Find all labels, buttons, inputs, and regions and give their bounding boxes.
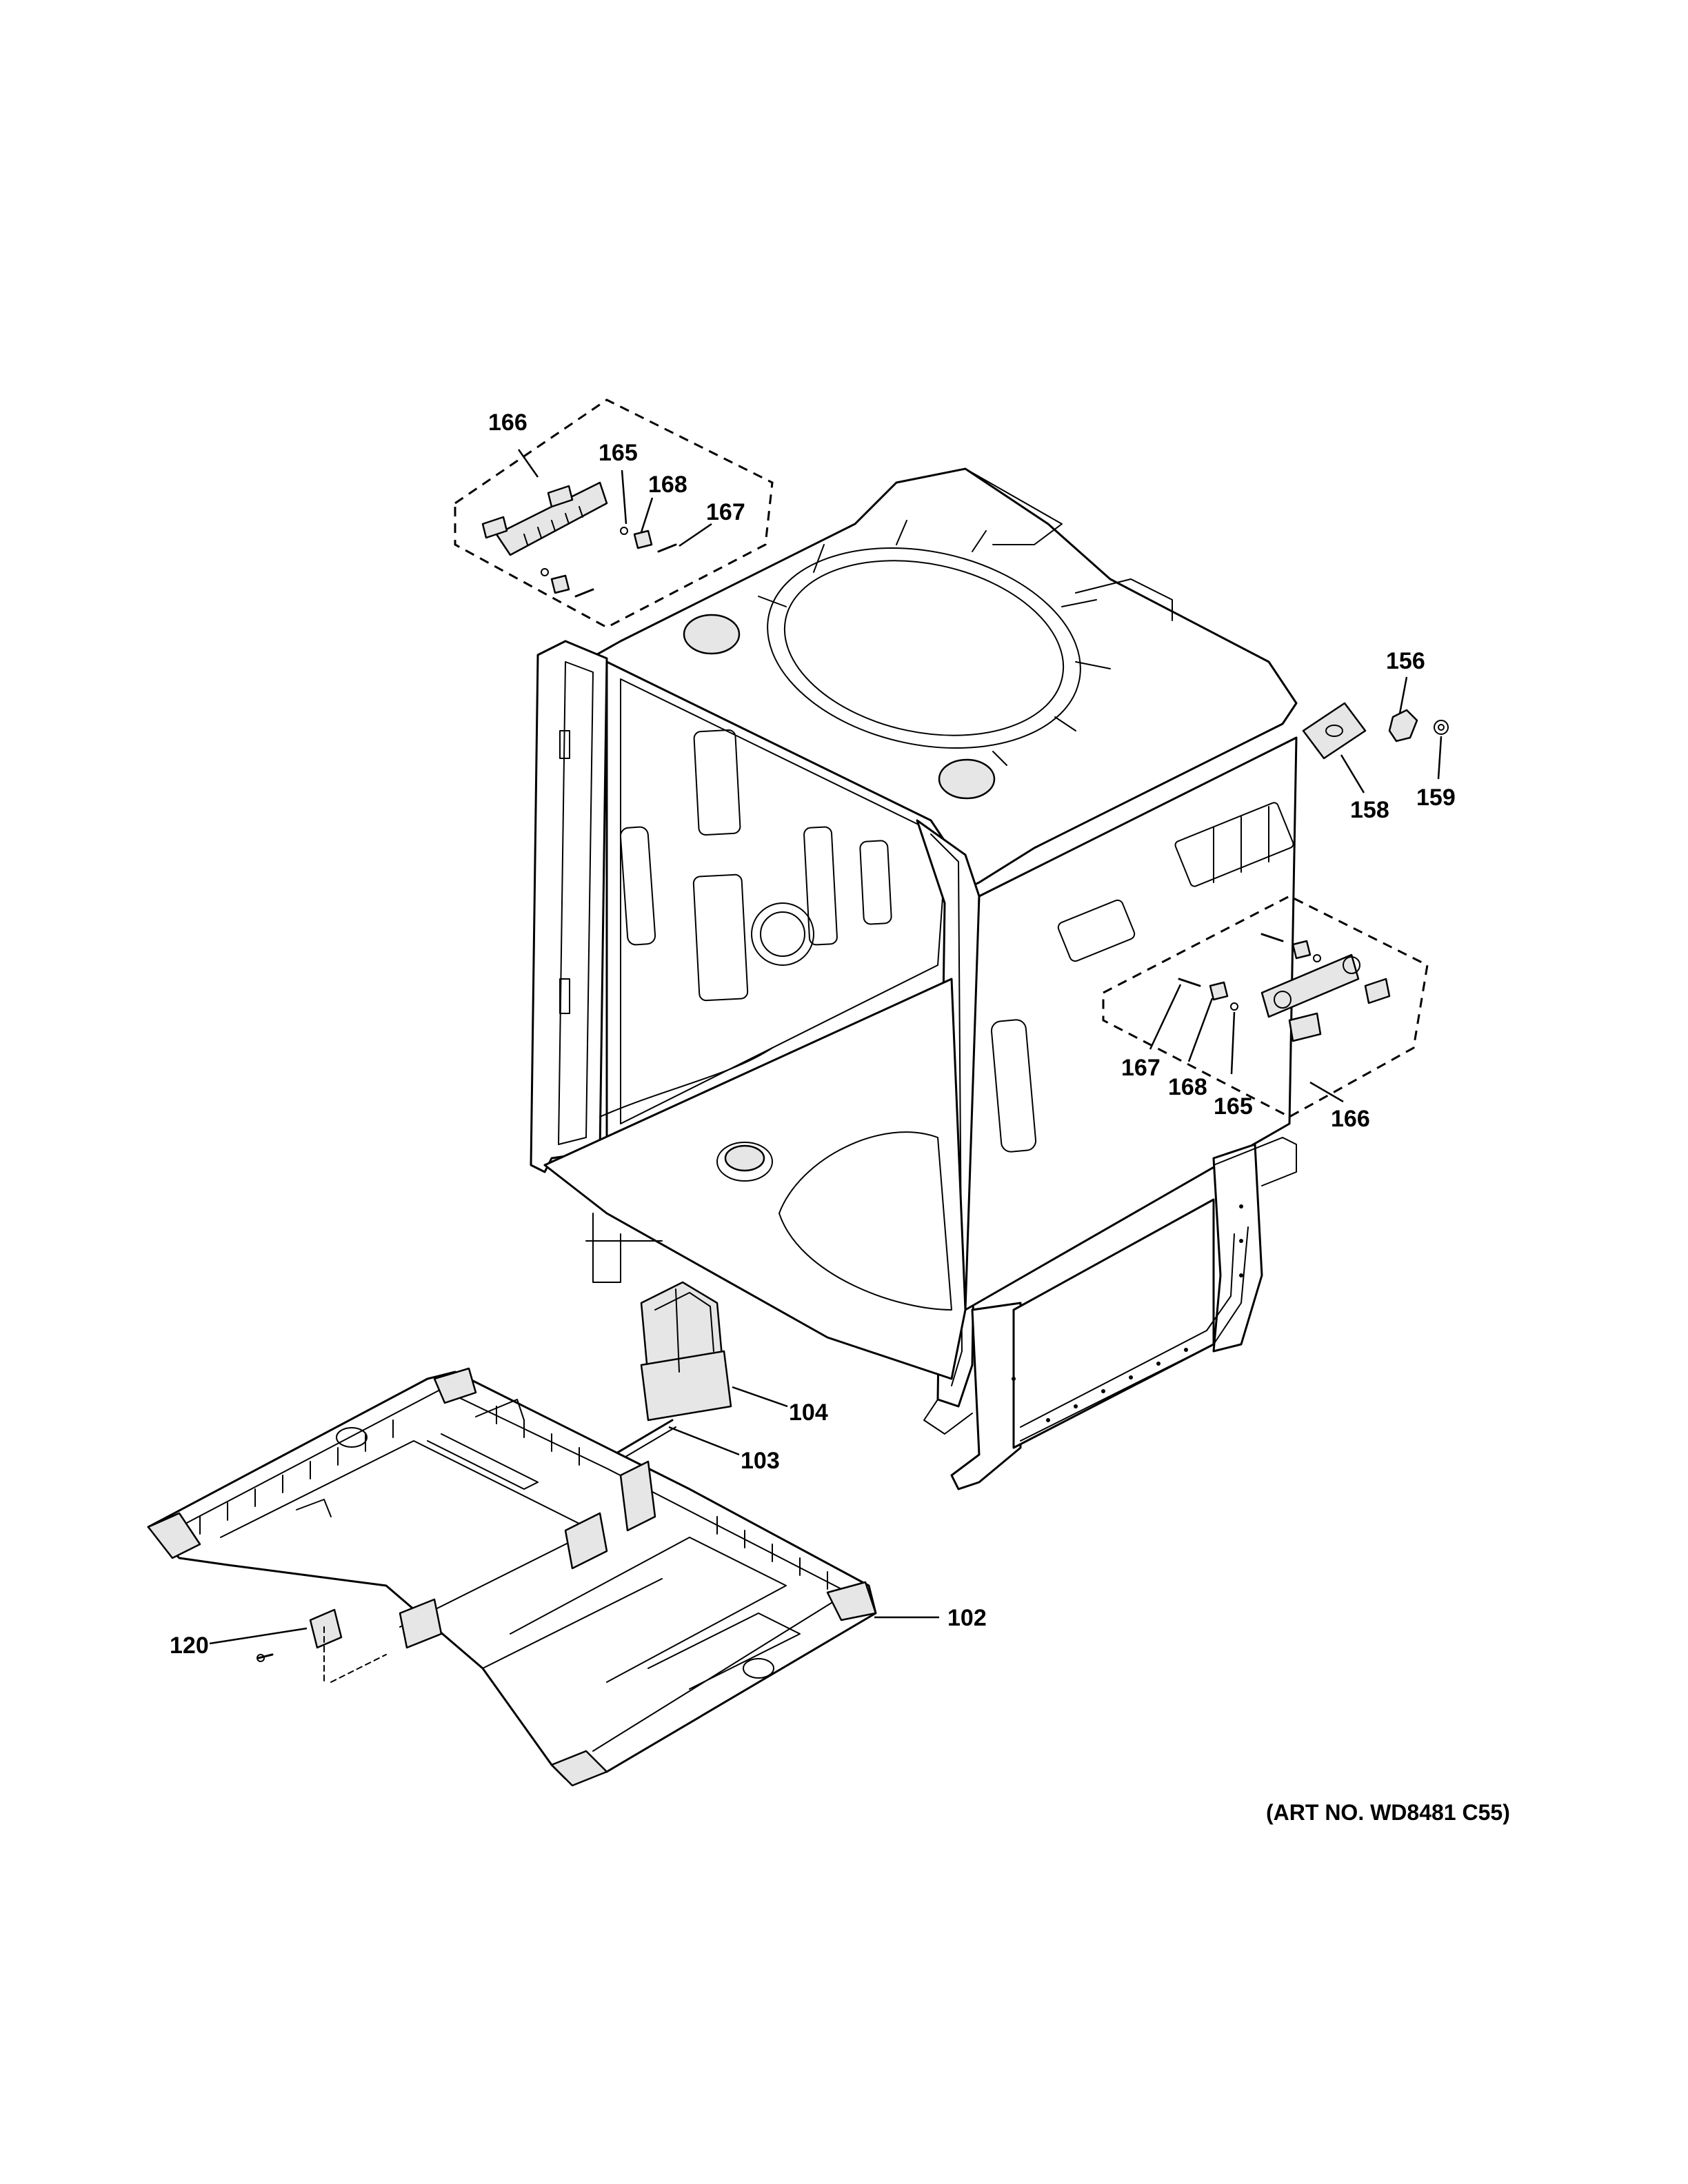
hinge-kit-group-top xyxy=(454,398,774,629)
callout-168-mid: 168 xyxy=(1168,1074,1207,1100)
callout-166-top: 166 xyxy=(488,410,528,436)
part-104-assembly xyxy=(640,1281,732,1422)
callout-102: 102 xyxy=(947,1605,987,1631)
callout-103: 103 xyxy=(741,1448,780,1474)
leader-lines xyxy=(209,449,1443,1645)
side-bracket-parts xyxy=(1302,702,1449,760)
part-120-clip xyxy=(257,1608,387,1683)
callout-104: 104 xyxy=(789,1399,828,1426)
callout-165-mid: 165 xyxy=(1214,1093,1253,1120)
art-number: (ART NO. WD8481 C55) xyxy=(1266,1800,1510,1825)
part-102-base-tray xyxy=(147,1367,877,1787)
callout-167-top: 167 xyxy=(706,499,745,525)
callout-166-mid: 166 xyxy=(1331,1106,1370,1132)
callout-158: 158 xyxy=(1350,797,1389,823)
callout-167-mid: 167 xyxy=(1121,1055,1160,1081)
callout-120: 120 xyxy=(170,1632,209,1659)
callout-156: 156 xyxy=(1386,648,1425,674)
callout-labels: 166 165 168 167 156 158 159 167 168 165 … xyxy=(170,410,1456,1659)
callout-165-top: 165 xyxy=(599,440,638,466)
hinge-kit-group-mid xyxy=(1102,895,1429,1118)
dishwasher-tub-assembly xyxy=(530,467,1298,1490)
callout-168-top: 168 xyxy=(648,472,687,498)
callout-159: 159 xyxy=(1416,785,1456,811)
